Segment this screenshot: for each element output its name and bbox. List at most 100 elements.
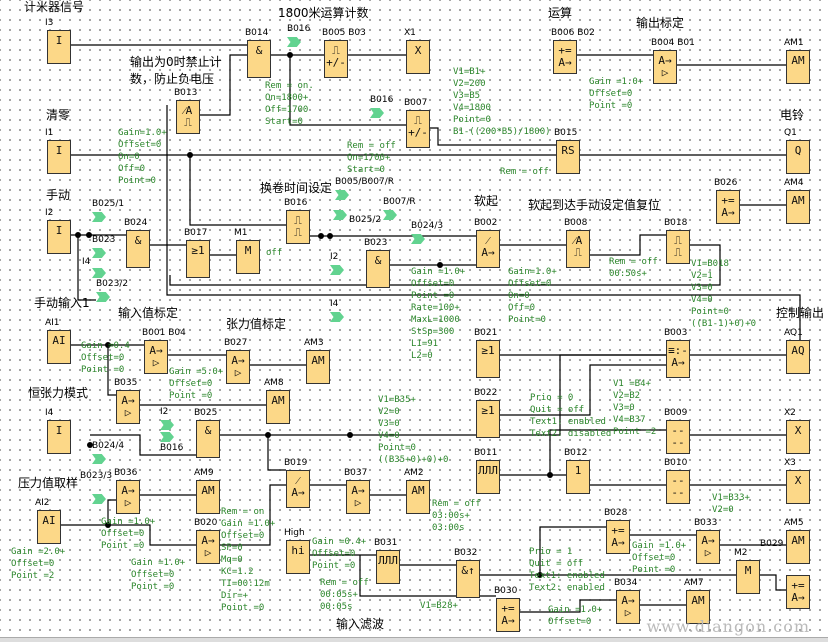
block-symbol: I bbox=[55, 34, 63, 47]
connector-flag[interactable] bbox=[92, 268, 106, 278]
connector-flag[interactable] bbox=[330, 265, 344, 275]
block-symbol: & bbox=[374, 254, 382, 267]
parameter-line: V4=B37 bbox=[613, 415, 646, 425]
parameter-line: V3=0 bbox=[691, 283, 713, 293]
connector-flag[interactable] bbox=[411, 234, 425, 244]
block-b030[interactable]: += A→ bbox=[496, 598, 520, 632]
connector-flag[interactable] bbox=[287, 37, 301, 47]
block-m1[interactable]: M bbox=[236, 240, 260, 274]
block-b008[interactable]: ⁄A ⎍ bbox=[566, 230, 590, 268]
connector-flag[interactable] bbox=[160, 432, 174, 442]
block-b003[interactable]: ≡:- A→ bbox=[666, 340, 690, 378]
block-b025[interactable]: & bbox=[196, 420, 220, 458]
section-title: 输入滤波 bbox=[336, 617, 385, 631]
block-symbol: AM bbox=[791, 534, 805, 547]
block-am7[interactable]: AM bbox=[686, 590, 710, 624]
parameter-line: V4=1800 bbox=[453, 103, 491, 113]
block-b016[interactable]: ⎍ ⎍ bbox=[286, 210, 310, 244]
block-symbol: A→ ▷ bbox=[149, 344, 163, 369]
block-b007[interactable]: ⎍ +/- bbox=[406, 110, 430, 148]
parameter-line: ((B1-1)+0)+0 bbox=[691, 319, 757, 329]
block-i2[interactable]: I bbox=[47, 220, 71, 254]
block-b028[interactable]: += A→ bbox=[606, 520, 630, 554]
block-am3[interactable]: AM bbox=[306, 350, 330, 384]
parameter-line: On=1700+ bbox=[347, 153, 391, 163]
parameter-line: V1=B28+ bbox=[420, 601, 458, 611]
block-q1[interactable]: Q bbox=[786, 140, 810, 174]
block-b035[interactable]: A→ ▷ bbox=[116, 390, 140, 424]
wire bbox=[90, 434, 196, 456]
block-i4[interactable]: I bbox=[47, 420, 71, 454]
block-b023[interactable]: & bbox=[366, 250, 390, 288]
block-b022[interactable]: ≥1 bbox=[476, 400, 500, 438]
junction-dot bbox=[547, 472, 553, 478]
connector-flag[interactable] bbox=[333, 210, 347, 220]
block-ai2[interactable]: AI bbox=[37, 510, 61, 544]
block-b034[interactable]: A→ ▷ bbox=[616, 590, 640, 624]
block-b017[interactable]: ≥1 bbox=[186, 240, 210, 278]
block-am8[interactable]: AM bbox=[266, 390, 290, 424]
block-b032[interactable]: &↑ bbox=[456, 560, 480, 598]
block-b010[interactable]: -- -- bbox=[666, 470, 690, 504]
connector-flag[interactable] bbox=[330, 312, 344, 322]
block-am1[interactable]: AM bbox=[786, 50, 810, 84]
block-symbol: A→ ▷ bbox=[658, 54, 672, 79]
block-b031[interactable]: ЛЛЛ bbox=[376, 550, 400, 584]
block-b036[interactable]: A→ ▷ bbox=[116, 480, 140, 514]
block-b013[interactable]: ⁄A ⎍ bbox=[176, 100, 200, 134]
block-i3[interactable]: I bbox=[47, 30, 71, 64]
block-b019[interactable]: ⁄ A→ bbox=[286, 470, 310, 508]
block-label: B011 bbox=[474, 448, 498, 458]
block-b018[interactable]: ⎍ ⎍ bbox=[666, 230, 690, 264]
block-x1[interactable]: X bbox=[406, 40, 430, 74]
block-am9[interactable]: AM bbox=[196, 480, 220, 514]
block-b021[interactable]: ≥1 bbox=[476, 340, 500, 378]
connector-flag[interactable] bbox=[370, 108, 384, 118]
block-b005[interactable]: ⎍ +/- bbox=[324, 40, 348, 78]
block-b002[interactable]: ⁄ A→ bbox=[476, 230, 500, 268]
block-b011[interactable]: ЛЛЛ bbox=[476, 460, 500, 494]
block-b027[interactable]: A→ ▷ bbox=[226, 350, 250, 384]
block-symbol: & bbox=[204, 424, 212, 437]
block-m2[interactable]: M bbox=[736, 560, 760, 594]
block-b020[interactable]: A→ ▷ bbox=[196, 530, 220, 564]
block-am2[interactable]: AM bbox=[406, 480, 430, 514]
block-b001[interactable]: A→ ▷ bbox=[144, 340, 168, 374]
block-label: B012 bbox=[564, 448, 588, 458]
block-x3[interactable]: X bbox=[786, 470, 810, 504]
block-b026[interactable]: += A→ bbox=[716, 190, 740, 224]
block-label: AM8 bbox=[264, 378, 284, 388]
block-i1[interactable]: I bbox=[47, 140, 71, 174]
parameter-line: Point =0 bbox=[589, 101, 633, 111]
section-title: 压力值取样 bbox=[18, 476, 79, 490]
parameter-line: Point=0 bbox=[691, 307, 729, 317]
block-b015[interactable]: RS bbox=[556, 140, 580, 174]
block-high[interactable]: hi bbox=[286, 540, 310, 574]
connector-flag[interactable] bbox=[92, 212, 106, 222]
connector-flag[interactable] bbox=[335, 190, 349, 200]
connector-flag[interactable] bbox=[160, 420, 174, 430]
block-b024[interactable]: & bbox=[126, 230, 150, 268]
block-b006[interactable]: += A→ bbox=[553, 40, 577, 74]
block-x2[interactable]: X bbox=[786, 420, 810, 454]
block-b014[interactable]: & bbox=[247, 40, 271, 78]
block-b004[interactable]: A→ ▷ bbox=[653, 50, 677, 84]
connector-flag[interactable] bbox=[92, 494, 106, 504]
block-b029[interactable]: += A→ bbox=[786, 575, 810, 609]
block-b033[interactable]: A→ ▷ bbox=[696, 530, 720, 564]
block-b009[interactable]: -- -- bbox=[666, 420, 690, 454]
connector-flag[interactable] bbox=[383, 210, 397, 220]
block-b012[interactable]: 1 bbox=[566, 460, 590, 494]
connector-flag[interactable] bbox=[92, 454, 106, 464]
block-b037[interactable]: A→ ▷ bbox=[346, 480, 370, 514]
parameter-line: On=0 bbox=[508, 291, 530, 301]
connector-flag[interactable] bbox=[96, 292, 110, 302]
block-ai1[interactable]: AI bbox=[47, 330, 71, 364]
block-aq1[interactable]: AQ bbox=[786, 340, 810, 374]
connector-flag[interactable] bbox=[92, 248, 106, 258]
block-am5[interactable]: AM bbox=[786, 530, 810, 564]
block-am4[interactable]: AM bbox=[786, 190, 810, 224]
parameter-line: ((B35+0)+0)+0 bbox=[378, 455, 449, 465]
block-parameters: V1=B28+ bbox=[420, 600, 458, 612]
